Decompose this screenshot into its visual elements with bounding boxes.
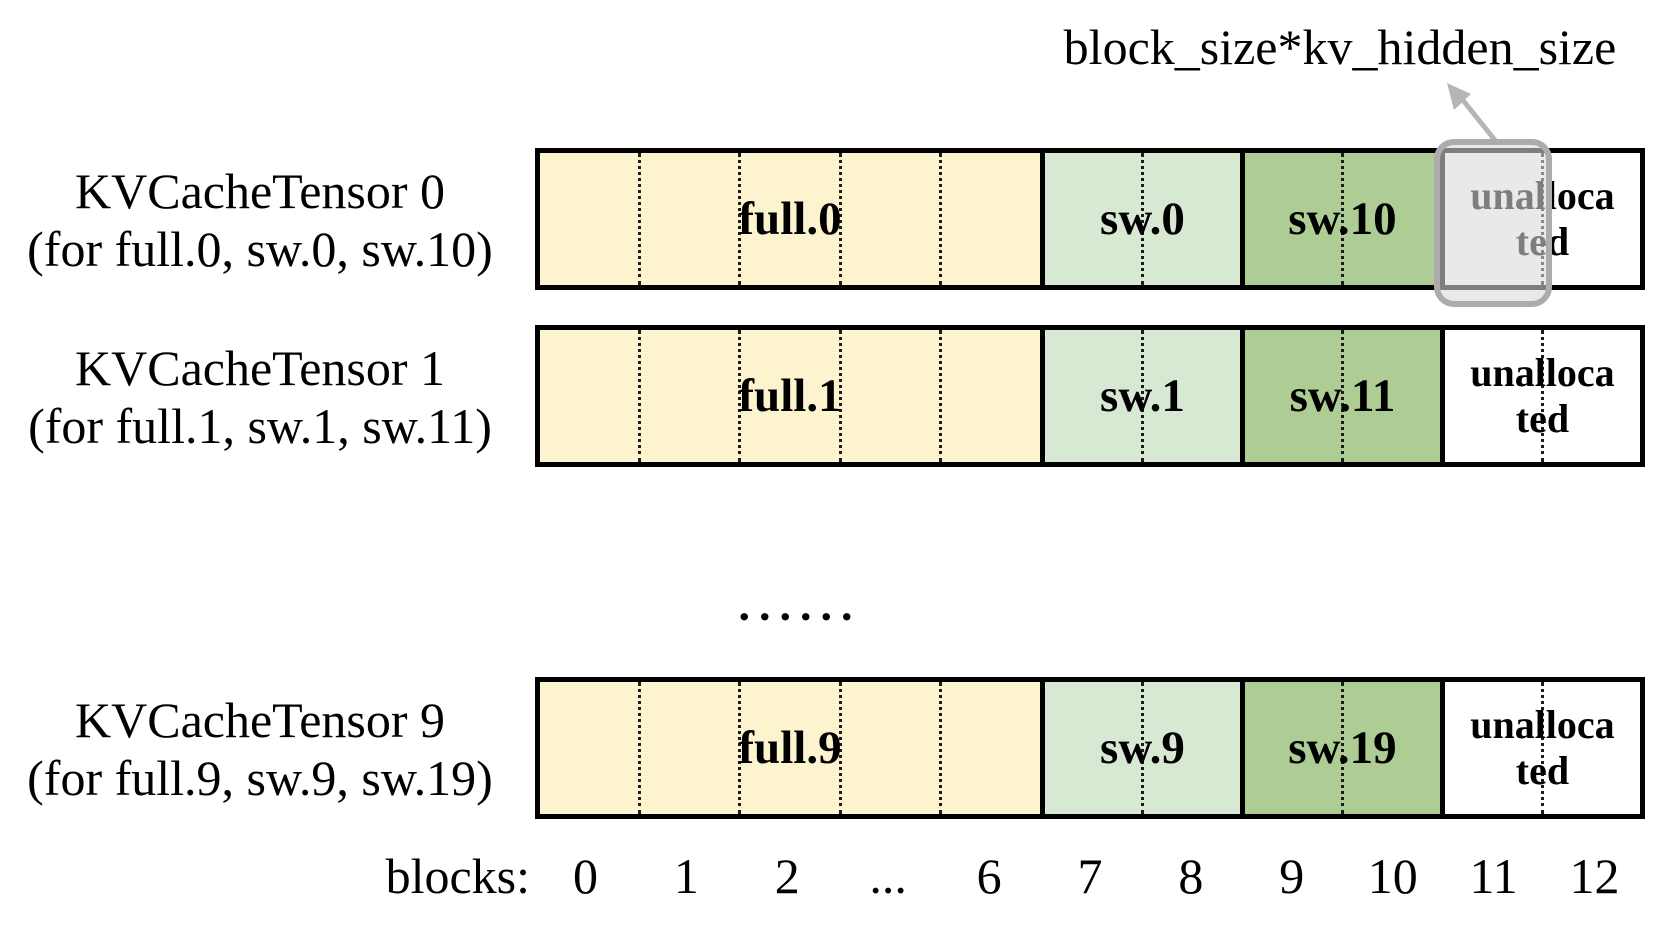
- axis-tick: ...: [869, 848, 907, 904]
- tensor-0-segment-sw2: sw.10: [1239, 153, 1440, 285]
- tensor-1-segment-unallocated: unalloca ted: [1439, 330, 1640, 462]
- tensor-1-segment-sw2: sw.11: [1239, 330, 1440, 462]
- tensor-1-subtitle: (for full.1, sw.1, sw.11): [28, 398, 492, 454]
- tensor-0-title: KVCacheTensor 0: [75, 163, 445, 219]
- axis-tick: 11: [1469, 848, 1518, 904]
- size-annotation: block_size*kv_hidden_size: [1063, 19, 1617, 75]
- tensor-9-segment-sw2: sw.19: [1239, 682, 1440, 814]
- axis-tick: 2: [774, 848, 800, 904]
- tensor-0-subtitle: (for full.0, sw.0, sw.10): [27, 221, 493, 277]
- row-label-tensor-9: KVCacheTensor 9 (for full.9, sw.9, sw.19…: [18, 691, 502, 807]
- tensor-0-segment-sw: sw.0: [1039, 153, 1240, 285]
- tensor-9-bar: full.9 sw.9 sw.19 unalloca ted: [535, 677, 1645, 819]
- row-label-tensor-0: KVCacheTensor 0 (for full.0, sw.0, sw.10…: [18, 162, 502, 278]
- axis-tick: 9: [1279, 848, 1305, 904]
- tensor-0-segment-full: full.0: [540, 153, 1040, 285]
- tensor-9-title: KVCacheTensor 9: [75, 692, 445, 748]
- axis-tick: 1: [673, 848, 699, 904]
- tensor-1-segment-full: full.1: [540, 330, 1040, 462]
- tensor-9-segment-sw: sw.9: [1039, 682, 1240, 814]
- tensor-9-subtitle: (for full.9, sw.9, sw.19): [27, 750, 493, 806]
- rows-ellipsis: ......: [738, 579, 862, 630]
- axis-tick: 10: [1367, 848, 1418, 904]
- axis-tick: 8: [1178, 848, 1204, 904]
- axis-tick: 7: [1077, 848, 1103, 904]
- axis-tick: 0: [572, 848, 598, 904]
- row-label-tensor-1: KVCacheTensor 1 (for full.1, sw.1, sw.11…: [18, 339, 502, 455]
- tensor-9-segment-unallocated: unalloca ted: [1439, 682, 1640, 814]
- tensor-9-segment-full: full.9: [540, 682, 1040, 814]
- size-arrow-icon: [1447, 83, 1500, 146]
- blocks-axis: 0 1 2 ... 6 7 8 9 10 11 12: [535, 846, 1645, 906]
- blocks-axis-label: blocks:: [385, 848, 530, 904]
- tensor-1-title: KVCacheTensor 1: [75, 340, 445, 396]
- axis-tick: 12: [1569, 848, 1620, 904]
- highlight-box: [1434, 139, 1552, 307]
- tensor-1-segment-sw: sw.1: [1039, 330, 1240, 462]
- tensor-1-bar: full.1 sw.1 sw.11 unalloca ted: [535, 325, 1645, 467]
- axis-tick: 6: [976, 848, 1002, 904]
